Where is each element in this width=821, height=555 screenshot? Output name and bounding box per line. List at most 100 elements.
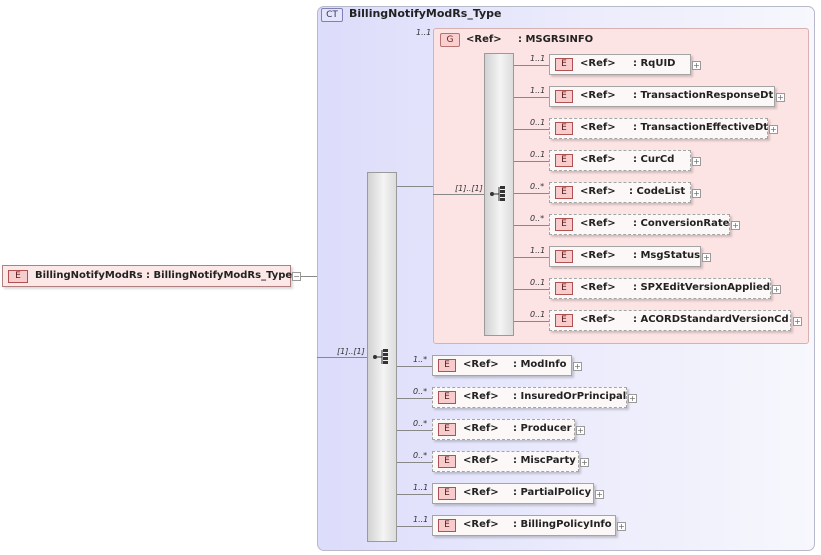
element-connector xyxy=(397,526,432,527)
element-ref-label: <Ref> xyxy=(463,519,499,530)
element-cardinality: 0..1 xyxy=(530,150,546,159)
element-connector xyxy=(514,321,549,322)
element-name: : Producer xyxy=(513,423,572,434)
element-badge: E xyxy=(555,154,573,167)
element-connector xyxy=(514,289,549,290)
element-box-transactionresponsedt[interactable]: E <Ref> : TransactionResponseDt xyxy=(549,86,775,107)
element-ref-label: <Ref> xyxy=(580,154,616,165)
element-name: : ModInfo xyxy=(513,359,567,370)
element-box-spxeditversionapplied[interactable]: E <Ref> : SPXEditVersionApplied xyxy=(549,278,771,299)
element-name: : CodeList xyxy=(629,186,686,197)
group-sequence-connector xyxy=(433,194,484,195)
element-connector xyxy=(514,161,549,162)
sequence-icon xyxy=(373,349,388,364)
element-box-modinfo[interactable]: E <Ref> : ModInfo xyxy=(432,355,572,376)
root-connector-line xyxy=(301,276,317,277)
outer-sequence-connector xyxy=(317,357,368,358)
element-cardinality: 0..* xyxy=(413,419,428,428)
root-element-box[interactable]: E BillingNotifyModRs : BillingNotifyModR… xyxy=(2,265,293,287)
element-ref-label: <Ref> xyxy=(580,90,616,101)
element-ref-label: <Ref> xyxy=(463,455,499,466)
expand-icon[interactable]: + xyxy=(580,458,589,467)
expand-icon[interactable]: + xyxy=(576,426,585,435)
element-box-conversionrate[interactable]: E <Ref> : ConversionRate xyxy=(549,214,730,235)
element-ref-label: <Ref> xyxy=(463,391,499,402)
expand-icon[interactable]: + xyxy=(692,157,701,166)
element-box-acordstandardversioncd[interactable]: E <Ref> : ACORDStandardVersionCd xyxy=(549,310,791,331)
expand-icon[interactable]: + xyxy=(692,61,701,70)
root-collapse-icon[interactable]: − xyxy=(292,272,301,281)
element-box-miscparty[interactable]: E <Ref> : MiscParty xyxy=(432,451,579,472)
expand-icon[interactable]: + xyxy=(573,362,582,371)
expand-icon[interactable]: + xyxy=(617,522,626,531)
element-box-billingpolicyinfo[interactable]: E <Ref> : BillingPolicyInfo xyxy=(432,515,616,536)
element-badge: E xyxy=(555,282,573,295)
root-element-name: BillingNotifyModRs xyxy=(35,270,143,281)
element-badge: E xyxy=(438,423,456,436)
element-name: : TransactionResponseDt xyxy=(633,90,774,101)
expand-icon[interactable]: + xyxy=(772,285,781,294)
element-badge: E xyxy=(438,487,456,500)
element-box-insuredorprincipal[interactable]: E <Ref> : InsuredOrPrincipal xyxy=(432,387,627,408)
element-box-transactioneffectivedt[interactable]: E <Ref> : TransactionEffectiveDt xyxy=(549,118,768,139)
expand-icon[interactable]: + xyxy=(731,221,740,230)
element-badge: E xyxy=(555,186,573,199)
element-name: : ACORDStandardVersionCd xyxy=(633,314,789,325)
element-cardinality: 1..* xyxy=(413,355,428,364)
element-box-msgstatus[interactable]: E <Ref> : MsgStatus xyxy=(549,246,701,267)
element-cardinality: 1..1 xyxy=(413,515,429,524)
group-ref-label: <Ref> xyxy=(466,34,502,45)
element-badge: E xyxy=(8,270,28,283)
element-name: : ConversionRate xyxy=(633,218,730,229)
element-connector xyxy=(397,366,432,367)
element-box-partialpolicy[interactable]: E <Ref> : PartialPolicy xyxy=(432,483,594,504)
element-name: : InsuredOrPrincipal xyxy=(513,391,627,402)
element-name: : TransactionEffectiveDt xyxy=(633,122,769,133)
sequence-icon xyxy=(490,186,505,201)
element-badge: E xyxy=(555,58,573,71)
element-badge: E xyxy=(438,391,456,404)
element-ref-label: <Ref> xyxy=(463,487,499,498)
element-box-rquid[interactable]: E <Ref> : RqUID xyxy=(549,54,691,75)
expand-icon[interactable]: + xyxy=(793,317,802,326)
expand-icon[interactable]: + xyxy=(692,189,701,198)
element-connector xyxy=(514,97,549,98)
element-cardinality: 1..1 xyxy=(413,483,429,492)
element-cardinality: 0..1 xyxy=(530,310,546,319)
element-cardinality: 0..* xyxy=(530,214,545,223)
element-name: : RqUID xyxy=(633,58,676,69)
expand-icon[interactable]: + xyxy=(776,93,785,102)
group-connector-line xyxy=(397,186,433,187)
element-badge: E xyxy=(555,218,573,231)
element-cardinality: 0..1 xyxy=(530,278,546,287)
element-badge: E xyxy=(555,122,573,135)
element-box-codelist[interactable]: E <Ref> : CodeList xyxy=(549,182,691,203)
element-connector xyxy=(514,129,549,130)
outer-sequence-cardinality: [1]..[1] xyxy=(337,347,365,356)
element-ref-label: <Ref> xyxy=(463,423,499,434)
expand-icon[interactable]: + xyxy=(595,490,604,499)
complex-type-badge: CT xyxy=(321,8,343,22)
element-badge: E xyxy=(438,519,456,532)
element-name: : BillingPolicyInfo xyxy=(513,519,612,530)
element-badge: E xyxy=(555,314,573,327)
element-badge: E xyxy=(555,90,573,103)
root-element-type: : BillingNotifyModRs_Type xyxy=(146,270,293,281)
expand-icon[interactable]: + xyxy=(769,125,778,134)
element-cardinality: 0..1 xyxy=(530,118,546,127)
element-connector xyxy=(397,398,432,399)
element-name: : MsgStatus xyxy=(633,250,701,261)
element-name: : SPXEditVersionApplied xyxy=(633,282,771,293)
element-ref-label: <Ref> xyxy=(580,122,616,133)
element-connector xyxy=(397,430,432,431)
element-box-producer[interactable]: E <Ref> : Producer xyxy=(432,419,575,440)
element-cardinality: 0..* xyxy=(530,182,545,191)
element-box-curcd[interactable]: E <Ref> : CurCd xyxy=(549,150,691,171)
expand-icon[interactable]: + xyxy=(628,394,637,403)
group-badge: G xyxy=(440,33,460,47)
group-sequence-cardinality: [1]..[1] xyxy=(455,184,483,193)
element-name: : CurCd xyxy=(633,154,675,165)
expand-icon[interactable]: + xyxy=(702,253,711,262)
element-connector xyxy=(514,225,549,226)
element-cardinality: 1..1 xyxy=(530,54,546,63)
